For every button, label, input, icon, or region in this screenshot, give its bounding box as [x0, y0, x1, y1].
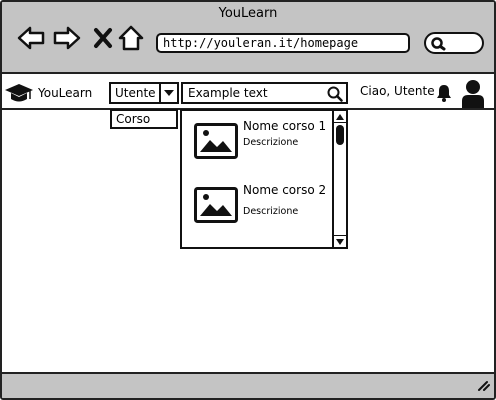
- url-bar[interactable]: http://youleran.it/homepage: [156, 33, 410, 53]
- bell-icon[interactable]: [436, 84, 452, 106]
- window-title: YouLearn: [218, 6, 278, 21]
- home-icon[interactable]: [116, 24, 146, 52]
- course-item[interactable]: Nome corso 2 Descrizione: [194, 183, 339, 233]
- results-scrollbar[interactable]: [332, 111, 346, 247]
- category-dropdown-menu: Corso: [110, 109, 178, 129]
- course-title: Nome corso 2: [243, 183, 327, 197]
- graduation-cap-icon: [4, 82, 34, 108]
- browser-chrome: YouLearn http://youleran.it/homepage: [2, 2, 494, 74]
- chevron-down-icon[interactable]: [159, 84, 177, 102]
- brand-name[interactable]: YouLearn: [38, 86, 93, 100]
- image-placeholder-icon: [194, 187, 238, 223]
- search-input-text: Example text: [188, 86, 268, 100]
- course-description: Descrizione: [243, 206, 299, 217]
- status-bar: [2, 372, 494, 398]
- search-icon[interactable]: [327, 86, 343, 102]
- menu-item-corso[interactable]: Corso: [116, 112, 151, 126]
- close-x-icon[interactable]: [88, 24, 118, 52]
- search-icon: [431, 37, 446, 51]
- scroll-down-arrow-icon[interactable]: [334, 235, 346, 247]
- resize-grip-icon[interactable]: [476, 376, 490, 395]
- category-select[interactable]: Utente: [109, 82, 179, 104]
- forward-arrow-icon[interactable]: [52, 24, 82, 52]
- back-arrow-icon[interactable]: [16, 24, 46, 52]
- course-description: Descrizione: [243, 137, 299, 148]
- user-icon[interactable]: [460, 79, 486, 113]
- course-item[interactable]: Nome corso 1 Descrizione: [194, 119, 339, 169]
- user-greeting: Ciao, Utente: [360, 84, 435, 98]
- image-placeholder-icon: [194, 123, 238, 159]
- search-results-list: Nome corso 1 Descrizione Nome corso 2 De…: [180, 109, 348, 249]
- course-title: Nome corso 1: [243, 119, 327, 133]
- category-select-value: Utente: [115, 86, 156, 100]
- site-navbar: YouLearn Utente Example text Ciao, Utent…: [2, 76, 494, 110]
- scroll-up-arrow-icon[interactable]: [334, 111, 346, 123]
- browser-search-field[interactable]: [424, 32, 484, 54]
- scrollbar-thumb[interactable]: [336, 125, 344, 145]
- course-search-input[interactable]: Example text: [181, 82, 348, 104]
